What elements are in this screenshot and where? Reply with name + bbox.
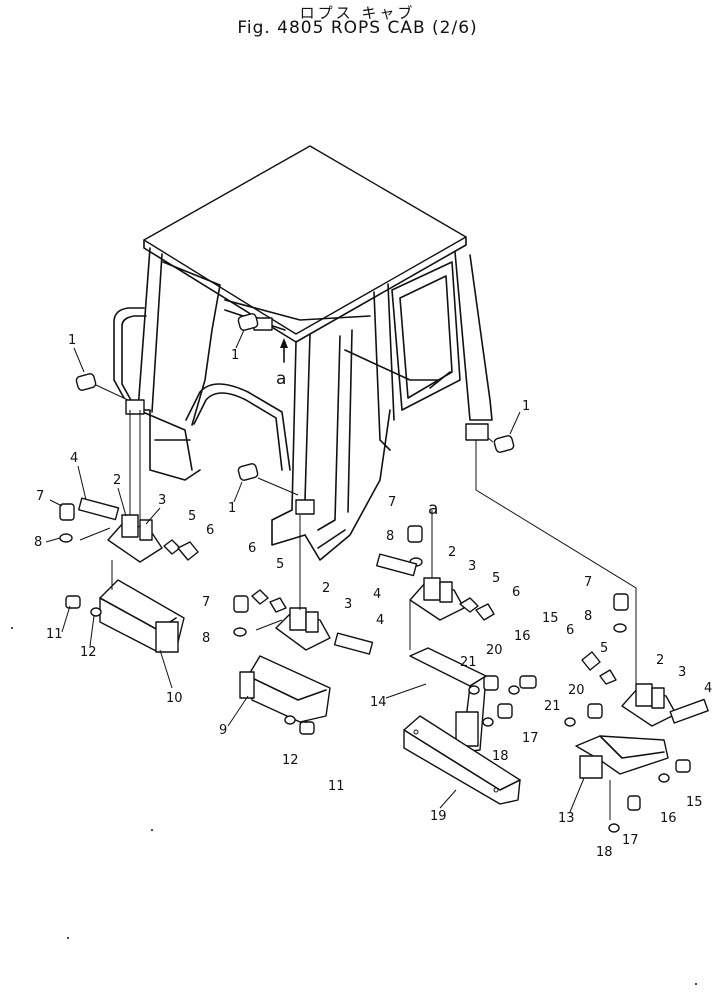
callout-8: 8 [386,529,394,544]
callout-7: 7 [36,489,44,504]
callout-2: 2 [656,653,664,668]
callout-1: 1 [68,333,76,348]
callout-5: 5 [492,571,500,586]
frame-plate [403,715,521,805]
callout-8: 8 [34,535,42,550]
callout-4: 4 [376,613,384,628]
callout-4: 4 [373,587,381,602]
callout-3: 3 [158,493,166,508]
callout-1: 1 [522,399,530,414]
callout-12: 12 [80,645,97,660]
left-handrail [113,307,145,399]
callout-4: 4 [704,681,712,696]
callout-1: 1 [228,501,236,516]
callout-6: 6 [512,585,520,600]
callout-5: 5 [188,509,196,524]
callout-19: 19 [430,809,447,824]
callout-5: 5 [600,641,608,656]
cab-roof [143,145,467,335]
right-center-mount-assembly [376,510,537,805]
callout-2: 2 [448,545,456,560]
callout-13: 13 [558,811,575,826]
callout-3: 3 [344,597,352,612]
callout-3: 3 [678,665,686,680]
callout-7: 7 [584,575,592,590]
callout-12: 12 [282,753,299,768]
callout-15: 15 [542,611,559,626]
callout-14: 14 [370,695,387,710]
callout-6: 6 [566,623,574,638]
callout-20: 20 [486,643,503,658]
callout-labels: 1 1 1 1 a a 4 2 3 7 8 5 6 11 12 10 6 5 7… [34,333,712,860]
right-mount-assembly [475,440,709,833]
callout-4: 4 [70,451,78,466]
callout-9: 9 [219,723,227,738]
callout-11: 11 [46,627,63,642]
callout-16: 16 [660,811,677,826]
callout-5: 5 [276,557,284,572]
callout-8: 8 [202,631,210,646]
callout-3: 3 [468,559,476,574]
callout-17: 17 [522,731,539,746]
callout-11: 11 [328,779,345,794]
callout-6: 6 [248,541,256,556]
leader-lines [45,329,585,813]
callout-10: 10 [166,691,183,706]
figure-title: Fig. 4805 ROPS CAB (2/6) [237,18,478,38]
callout-1: 1 [231,348,239,363]
center-mount-assembly [233,515,374,735]
callout-8: 8 [584,609,592,624]
scan-marks [11,627,697,985]
callout-20: 20 [568,683,585,698]
callout-7: 7 [202,595,210,610]
rear-handrail [185,383,291,471]
callout-15: 15 [686,795,703,810]
callout-a: a [276,369,286,389]
callout-21: 21 [544,699,561,714]
callout-18: 18 [492,749,509,764]
callout-16: 16 [514,629,531,644]
callout-21: 21 [460,655,477,670]
callout-6: 6 [206,523,214,538]
callout-2: 2 [322,581,330,596]
callout-2: 2 [113,473,121,488]
callout-7: 7 [388,495,396,510]
left-mount-assembly [59,410,199,653]
cab-frame [113,145,493,561]
callout-17: 17 [622,833,639,848]
callout-a: a [428,499,438,519]
cab-pins [75,313,515,496]
title-japanese: ロプス キャブ [299,4,416,22]
callout-18: 18 [596,845,613,860]
